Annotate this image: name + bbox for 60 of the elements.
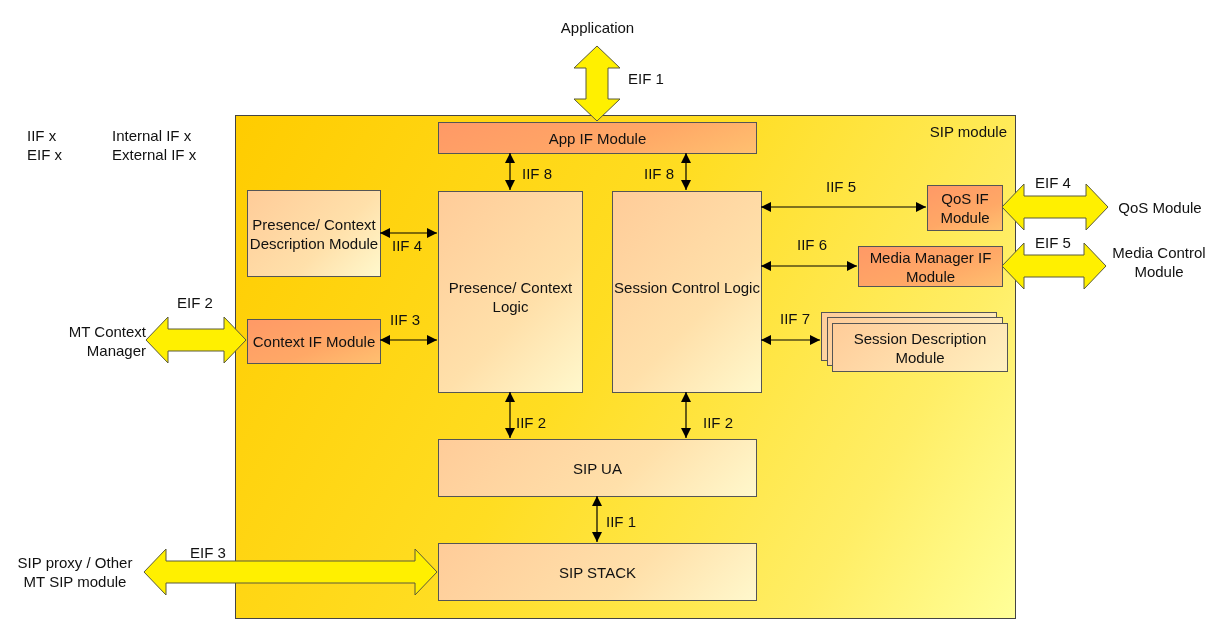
block-arrow xyxy=(1001,242,1107,290)
module-box xyxy=(247,190,381,277)
arrow xyxy=(681,152,691,191)
edge-label: IIF 6 xyxy=(797,236,827,254)
edge-label: EIF 1 xyxy=(628,70,664,88)
module-label: QoS IF Module xyxy=(939,189,991,227)
module-label: Session Control Logic xyxy=(614,278,760,297)
endpoint-label: Application xyxy=(560,17,635,37)
module-label: Context IF Module xyxy=(252,332,376,351)
endpoint-label: MT Context Manager xyxy=(67,322,146,360)
module-box xyxy=(438,439,757,497)
module-label: Media Manager IF Module xyxy=(868,247,993,286)
arrow xyxy=(505,391,515,439)
legend-description: External IF x xyxy=(112,146,197,164)
legend-key: EIF x xyxy=(27,146,62,164)
edge-label: EIF 5 xyxy=(1035,234,1071,252)
edge-label: IIF 8 xyxy=(522,165,552,183)
module-container xyxy=(235,115,1016,619)
module-box xyxy=(247,319,381,364)
arrow xyxy=(379,335,438,345)
module-box xyxy=(438,191,583,393)
edge-label: EIF 2 xyxy=(177,294,213,312)
arrow xyxy=(760,335,821,345)
module-box xyxy=(927,185,1003,231)
arrow xyxy=(760,202,927,212)
endpoint-label: Media Control Module xyxy=(1111,243,1207,281)
block-arrow xyxy=(145,316,247,364)
edge-label: IIF 2 xyxy=(703,414,733,432)
module-label: SIP STACK xyxy=(559,562,636,582)
module-box xyxy=(438,543,757,601)
arrow xyxy=(592,495,602,543)
edge-label: IIF 3 xyxy=(390,311,420,329)
legend-key: IIF x xyxy=(27,127,57,145)
module-label: SIP UA xyxy=(573,458,622,478)
module-label: SIP module xyxy=(929,122,1007,141)
edge-label: IIF 7 xyxy=(780,310,810,328)
edge-label: IIF 8 xyxy=(644,165,674,183)
module-box xyxy=(438,122,757,154)
endpoint-label: SIP proxy / Other MT SIP module xyxy=(16,553,134,591)
module-label: App IF Module xyxy=(548,128,647,148)
arrow xyxy=(505,152,515,191)
edge-label: EIF 4 xyxy=(1035,174,1071,192)
edge-label: IIF 5 xyxy=(826,178,856,196)
edge-label: IIF 4 xyxy=(392,237,422,255)
arrow xyxy=(379,228,438,238)
module-label: Session Description Module xyxy=(852,328,988,367)
module-box xyxy=(612,191,762,393)
edge-label: EIF 3 xyxy=(190,544,226,562)
endpoint-label: QoS Module xyxy=(1118,197,1202,217)
module-label: Presence/ Context Description Module xyxy=(248,214,380,253)
block-arrow xyxy=(143,548,438,596)
module-box xyxy=(858,246,1003,287)
block-arrow xyxy=(1001,183,1109,231)
arrow xyxy=(681,391,691,439)
arrow xyxy=(760,261,858,271)
module-label: Presence/ Context Logic xyxy=(447,278,574,316)
edge-label: IIF 1 xyxy=(606,513,636,531)
block-arrow xyxy=(573,45,621,122)
legend-description: Internal IF x xyxy=(112,127,192,145)
edge-label: IIF 2 xyxy=(516,414,546,432)
